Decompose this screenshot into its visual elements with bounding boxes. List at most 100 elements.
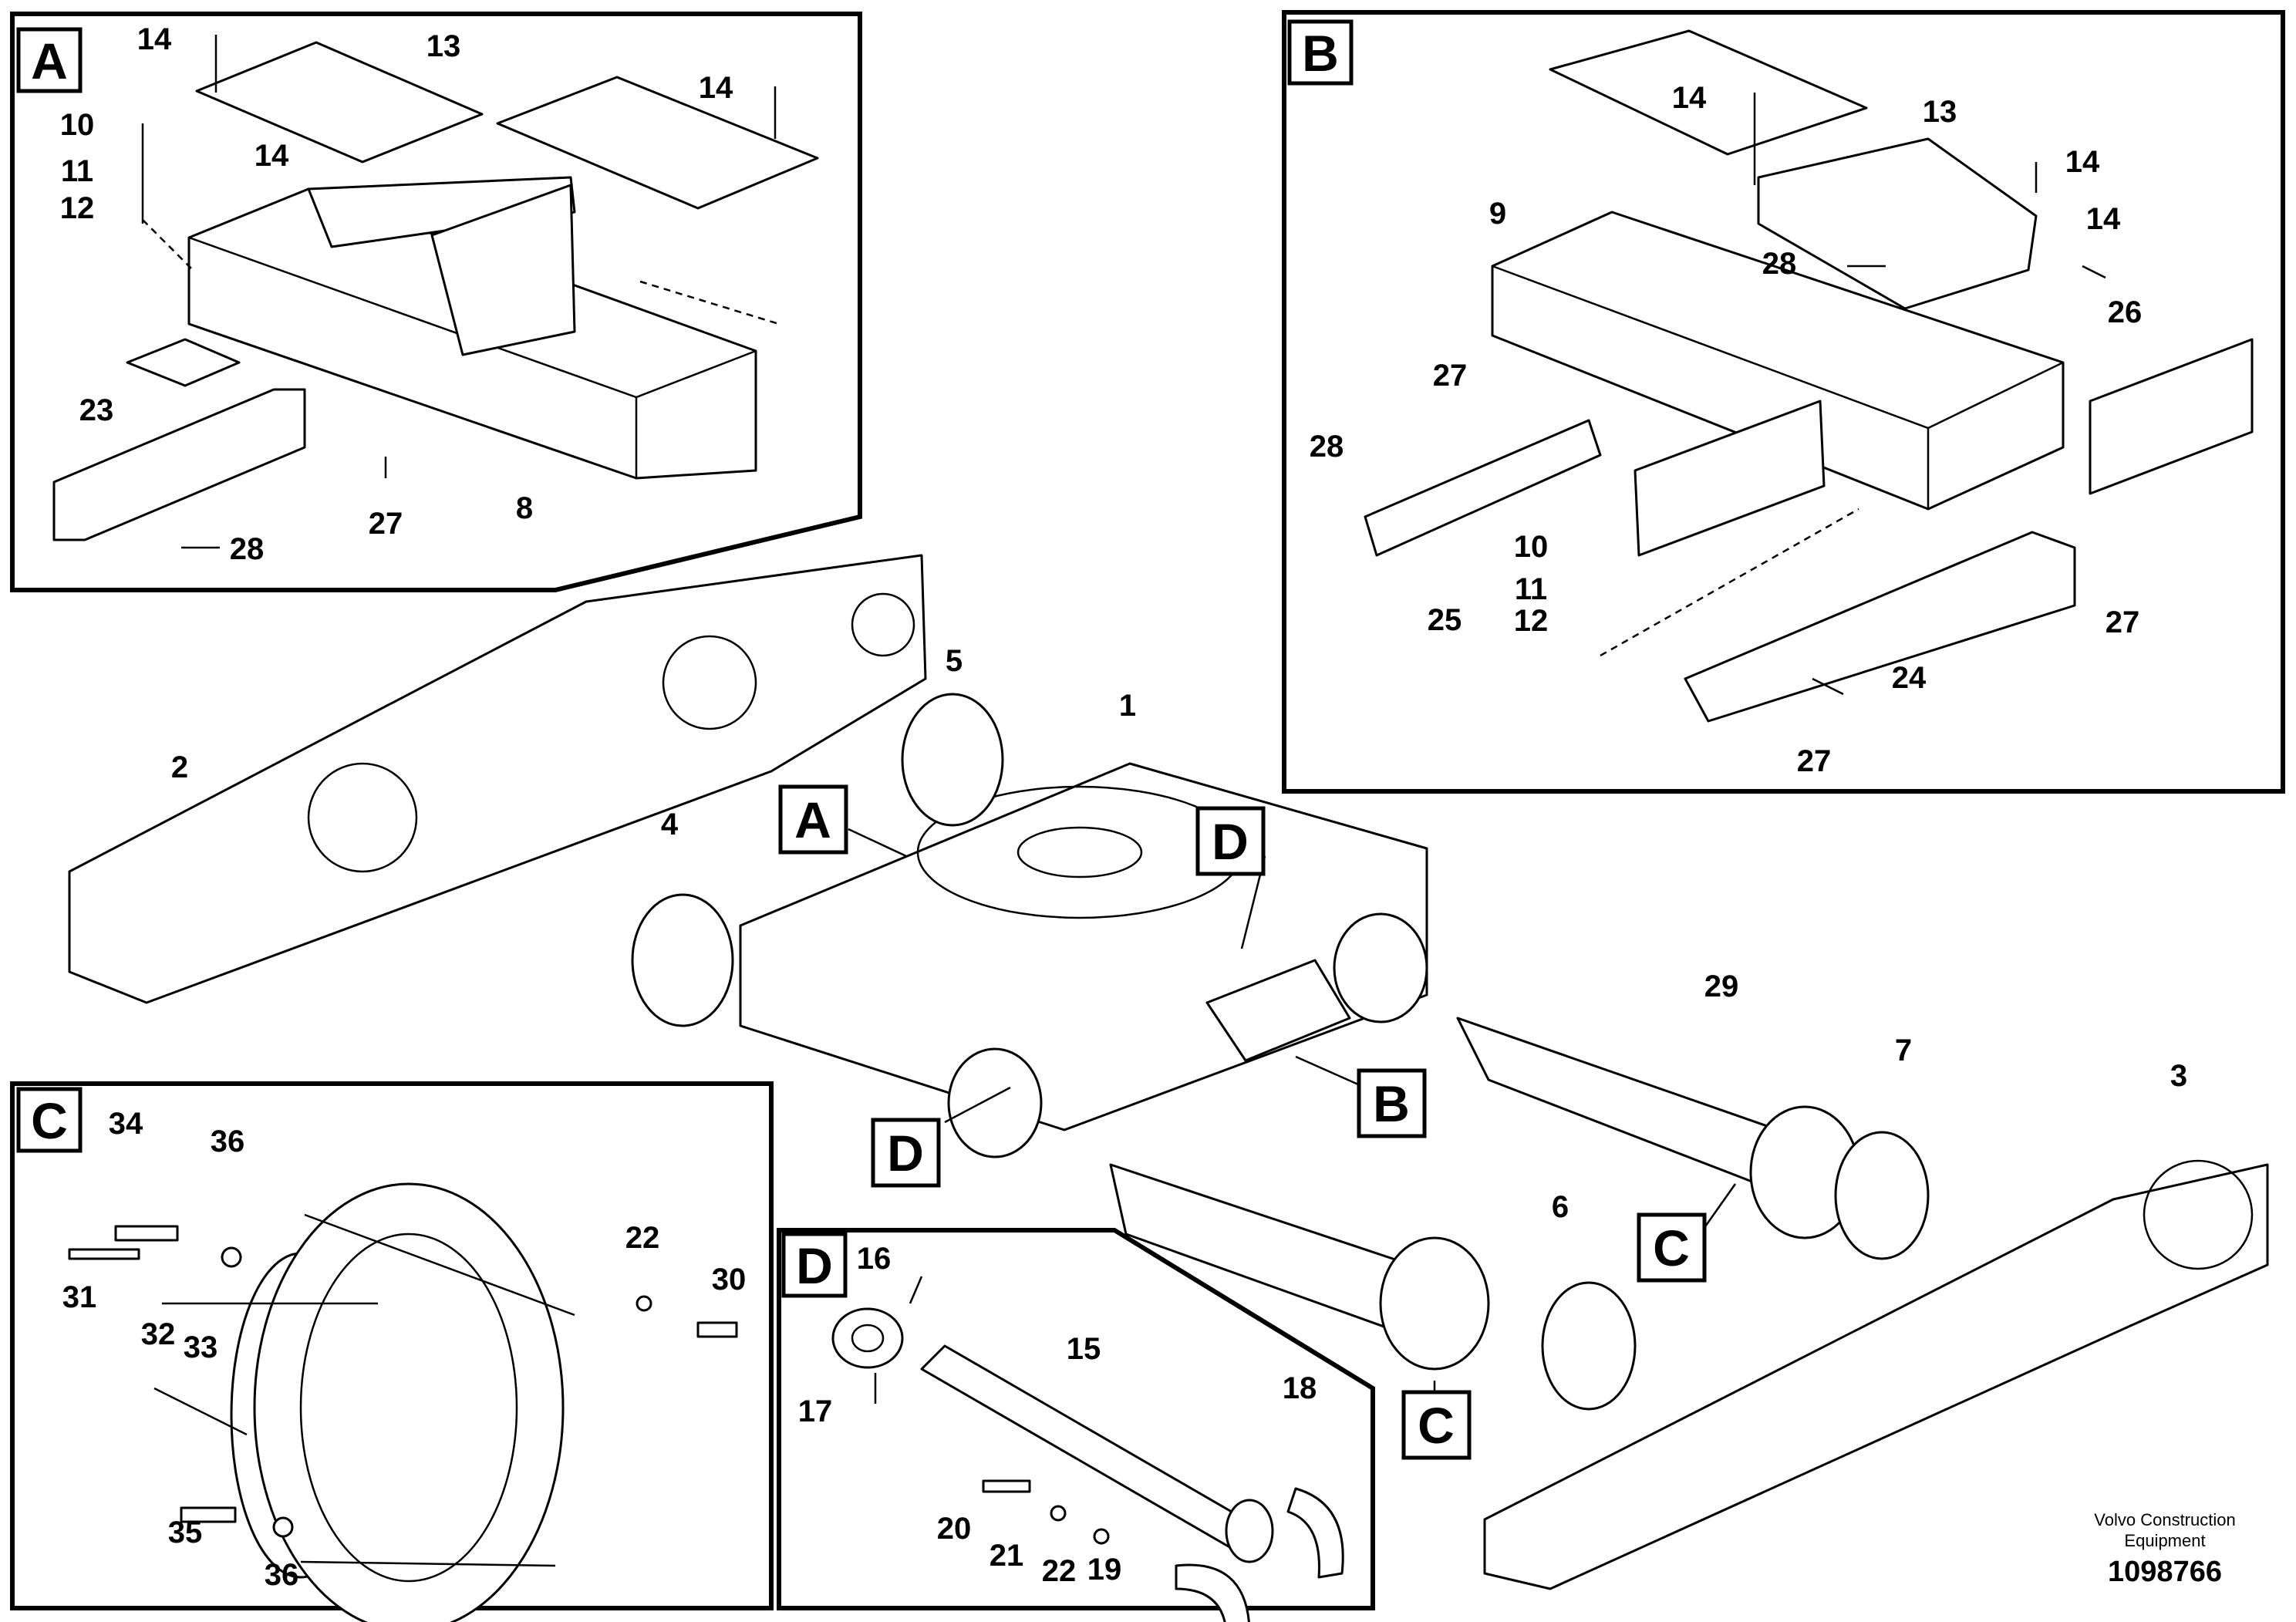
cover-disc-4 <box>631 893 734 1027</box>
callout-27-b1: 27 <box>1433 359 1468 393</box>
callout-28-b1: 28 <box>1310 430 1344 464</box>
callout-2: 2 <box>171 750 188 784</box>
detail-frame-c: C <box>10 1081 774 1622</box>
callout-10-b: 10 <box>1514 530 1549 564</box>
callout-36-top: 36 <box>211 1125 245 1158</box>
callout-29: 29 <box>1704 969 1739 1003</box>
callout-13-a: 13 <box>426 29 461 63</box>
view-tag-d-main-bottom: D <box>887 1125 924 1182</box>
view-tag-b: B <box>1302 25 1339 82</box>
cover-plate-14-a <box>496 76 819 210</box>
view-tag-c: C <box>31 1092 68 1149</box>
side-rail-23 <box>52 388 306 541</box>
callout-8: 8 <box>516 491 533 525</box>
callout-23: 23 <box>79 393 114 427</box>
side-plate-24 <box>1684 531 2076 723</box>
cross-member-b <box>1633 400 1826 557</box>
callout-22-c: 22 <box>625 1221 660 1255</box>
callout-31: 31 <box>62 1280 97 1314</box>
main-assembly: A D D B C C <box>68 554 2269 1590</box>
callout-4: 4 <box>661 808 679 841</box>
callout-1: 1 <box>1119 689 1136 723</box>
track-frame-3 <box>1483 1163 2269 1590</box>
callout-13-b: 13 <box>1923 95 1957 129</box>
view-tag-d: D <box>796 1237 833 1294</box>
pin-15 <box>920 1344 1266 1556</box>
callout-17: 17 <box>798 1394 833 1428</box>
bushing-16 <box>831 1307 904 1369</box>
side-rail-25 <box>1364 419 1602 557</box>
callout-21: 21 <box>990 1539 1024 1573</box>
detail-frame-b: B <box>1282 10 2285 794</box>
callout-14-a3: 14 <box>255 139 289 173</box>
callout-9: 9 <box>1489 197 1506 231</box>
center-frame-port-right <box>1333 912 1428 1023</box>
callout-30: 30 <box>712 1263 747 1297</box>
callout-27-b2: 27 <box>2106 605 2140 639</box>
center-frame-port-left <box>947 1047 1043 1158</box>
callout-27-a: 27 <box>369 507 403 541</box>
axle-tube-29-front <box>1109 1163 1428 1344</box>
view-tag-b-main: B <box>1373 1075 1410 1132</box>
half-clamp-19 <box>1175 1563 1250 1622</box>
callout-15: 15 <box>1067 1332 1101 1366</box>
callout-7: 7 <box>1895 1034 1912 1067</box>
callout-25: 25 <box>1428 603 1462 637</box>
callout-26: 26 <box>2108 295 2143 329</box>
callout-16: 16 <box>857 1242 892 1276</box>
callout-34: 34 <box>109 1107 143 1141</box>
cover-plate-13-a <box>195 41 484 164</box>
callout-28-b2: 28 <box>1762 247 1797 281</box>
view-tag-c-main-right: C <box>1653 1219 1690 1276</box>
brand-line-2: Equipment <box>2124 1531 2205 1550</box>
callout-36-bottom: 36 <box>265 1558 299 1592</box>
callout-35: 35 <box>168 1516 203 1549</box>
callout-27-b3: 27 <box>1797 744 1832 778</box>
drawing-number: 1098766 <box>2108 1556 2222 1588</box>
callout-14-a1: 14 <box>137 22 172 56</box>
bracket-b <box>1205 959 1351 1062</box>
cover-disc-5 <box>901 693 1004 827</box>
cover-plate-b-top <box>1549 29 1868 156</box>
callout-22-d: 22 <box>1042 1554 1077 1588</box>
callouts: 1 2 3 4 5 6 7 8 9 10 11 12 10 11 12 13 1… <box>60 22 2187 1592</box>
callout-33: 33 <box>184 1330 218 1364</box>
branding: Volvo Construction Equipment 1098766 <box>2094 1510 2235 1588</box>
view-tag-a-main: A <box>794 791 831 848</box>
callout-19: 19 <box>1087 1553 1122 1587</box>
detail-frame-d: D <box>777 1228 1375 1622</box>
view-tag-d-main-top: D <box>1212 813 1249 870</box>
track-frame-2 <box>68 554 927 1004</box>
callout-12-a: 12 <box>60 191 95 225</box>
cover-disc-6 <box>1541 1281 1637 1411</box>
callout-6: 6 <box>1552 1190 1569 1224</box>
side-plate-26 <box>2089 338 2254 495</box>
callout-14-b3: 14 <box>2086 202 2121 236</box>
cover-plate-13-b <box>1757 137 2038 310</box>
callout-18: 18 <box>1283 1371 1317 1405</box>
callout-11-b: 11 <box>1515 572 1547 606</box>
callout-14-b2: 14 <box>2065 145 2100 179</box>
callout-28-a: 28 <box>230 532 265 566</box>
cover-disc-7 <box>1834 1131 1930 1260</box>
view-tag-a: A <box>31 32 68 89</box>
callout-20: 20 <box>937 1512 972 1546</box>
callout-5: 5 <box>946 644 963 678</box>
callout-3: 3 <box>2170 1059 2187 1093</box>
hub-ring-c <box>253 1182 565 1622</box>
callout-32: 32 <box>141 1317 176 1351</box>
detail-frame-a: A <box>10 12 862 592</box>
callout-11-a: 11 <box>61 154 93 188</box>
box-frame-9 <box>1491 211 2065 511</box>
callout-24: 24 <box>1892 661 1927 695</box>
view-tag-box-a <box>16 27 83 93</box>
callout-12-b: 12 <box>1514 604 1549 638</box>
half-clamp-18 <box>1286 1487 1344 1579</box>
callout-14-b1: 14 <box>1672 81 1707 115</box>
callout-14-a2: 14 <box>699 71 733 105</box>
view-tag-box-b <box>1287 19 1354 86</box>
view-tag-c-main-bottom: C <box>1418 1397 1455 1454</box>
brand-line-1: Volvo Construction <box>2094 1510 2235 1529</box>
callout-10-a: 10 <box>60 108 95 142</box>
